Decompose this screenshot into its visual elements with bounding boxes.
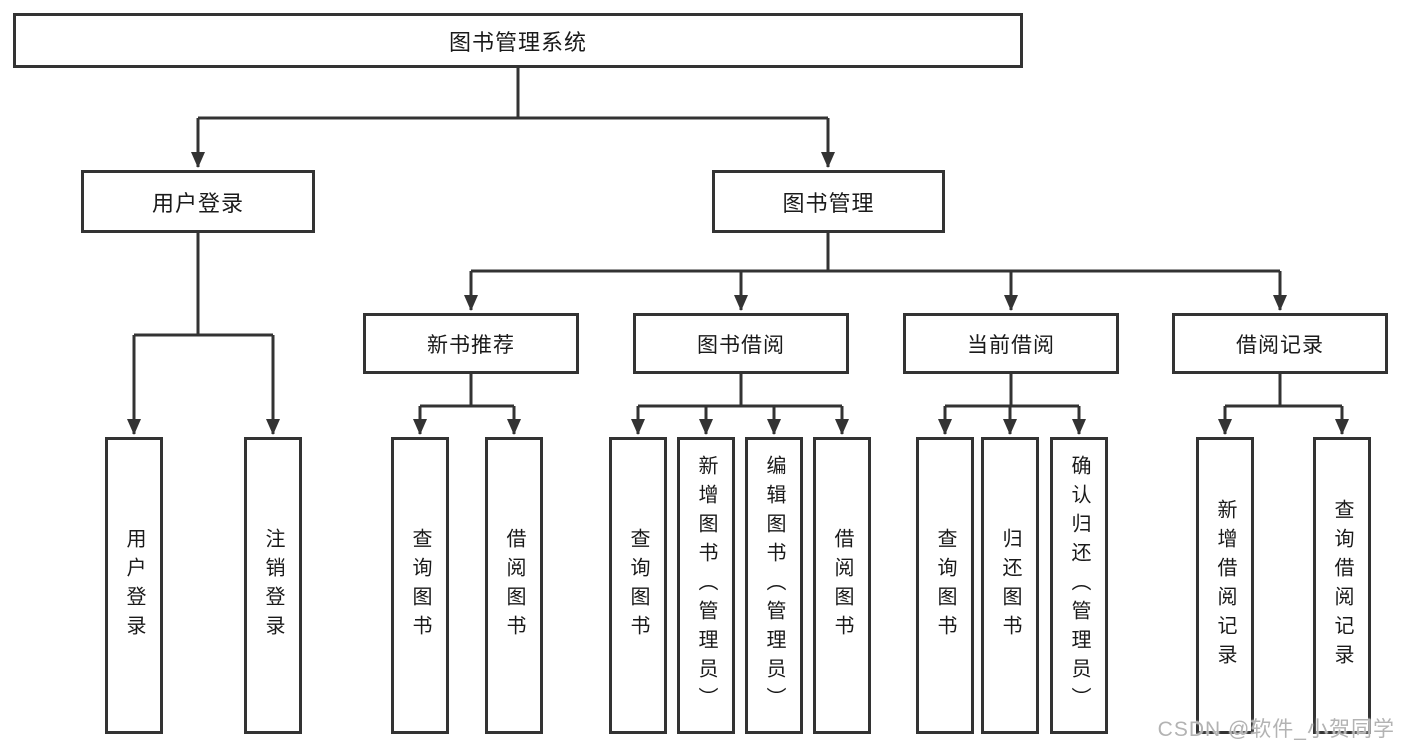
- leaf-query-books-recommend: 查询图书: [391, 437, 449, 734]
- csdn-watermark: CSDN @软件_小贺同学: [1157, 718, 1395, 741]
- node-label: 图书管理: [782, 190, 875, 216]
- leaf-borrow-books: 借阅图书: [813, 437, 871, 734]
- leaf-label: 编辑图书（管理员）: [763, 455, 785, 716]
- leaf-label: 归还图书: [999, 527, 1021, 644]
- leaf-label: 新增图书（管理员）: [695, 455, 717, 716]
- node-label: 新书推荐: [427, 333, 515, 357]
- leaf-logout: 注销登录: [244, 437, 302, 734]
- trunk-borrow-records: [1225, 374, 1342, 408]
- node-label: 用户登录: [151, 190, 244, 216]
- node-label: 借阅记录: [1236, 333, 1324, 357]
- leaf-query-books-current: 查询图书: [916, 437, 974, 734]
- node-new-book-recommend: 新书推荐: [363, 313, 579, 374]
- leaf-label: 查询图书: [627, 527, 649, 644]
- leaf-add-book-admin: 新增图书（管理员）: [677, 437, 735, 734]
- node-borrow-records: 借阅记录: [1172, 313, 1388, 374]
- trunk-current-borrow: [945, 374, 1079, 408]
- leaf-label: 用户登录: [123, 527, 145, 644]
- node-book-management: 图书管理: [712, 170, 945, 233]
- trunk-user-login: [134, 233, 273, 337]
- leaf-user-login: 用户登录: [105, 437, 163, 734]
- leaf-add-borrow-record: 新增借阅记录: [1196, 437, 1254, 734]
- leaf-label: 查询图书: [409, 527, 431, 644]
- trunk-book-borrow: [638, 374, 842, 408]
- node-library-system: 图书管理系统: [13, 13, 1023, 68]
- leaf-label: 确认归还（管理员）: [1068, 455, 1090, 716]
- trunk-new-book: [420, 374, 514, 408]
- leaf-label: 查询图书: [934, 527, 956, 644]
- node-label: 图书借阅: [697, 333, 785, 357]
- node-label: 图书管理系统: [448, 29, 587, 55]
- leaf-label: 注销登录: [262, 527, 284, 644]
- node-user-login: 用户登录: [81, 170, 315, 233]
- leaf-label: 借阅图书: [503, 527, 525, 644]
- leaf-label: 查询借阅记录: [1331, 498, 1353, 673]
- leaf-return-book: 归还图书: [981, 437, 1039, 734]
- trunk-root: [198, 68, 828, 120]
- trunk-book-management: [471, 233, 1280, 273]
- leaf-confirm-return-admin: 确认归还（管理员）: [1050, 437, 1108, 734]
- node-book-borrow: 图书借阅: [633, 313, 849, 374]
- node-current-borrow: 当前借阅: [903, 313, 1119, 374]
- leaf-label: 借阅图书: [831, 527, 853, 644]
- leaf-edit-book-admin: 编辑图书（管理员）: [745, 437, 803, 734]
- leaf-label: 新增借阅记录: [1214, 498, 1236, 673]
- node-label: 当前借阅: [967, 333, 1055, 357]
- leaf-borrow-books-recommend: 借阅图书: [485, 437, 543, 734]
- leaf-query-books-borrow: 查询图书: [609, 437, 667, 734]
- leaf-query-borrow-record: 查询借阅记录: [1313, 437, 1371, 734]
